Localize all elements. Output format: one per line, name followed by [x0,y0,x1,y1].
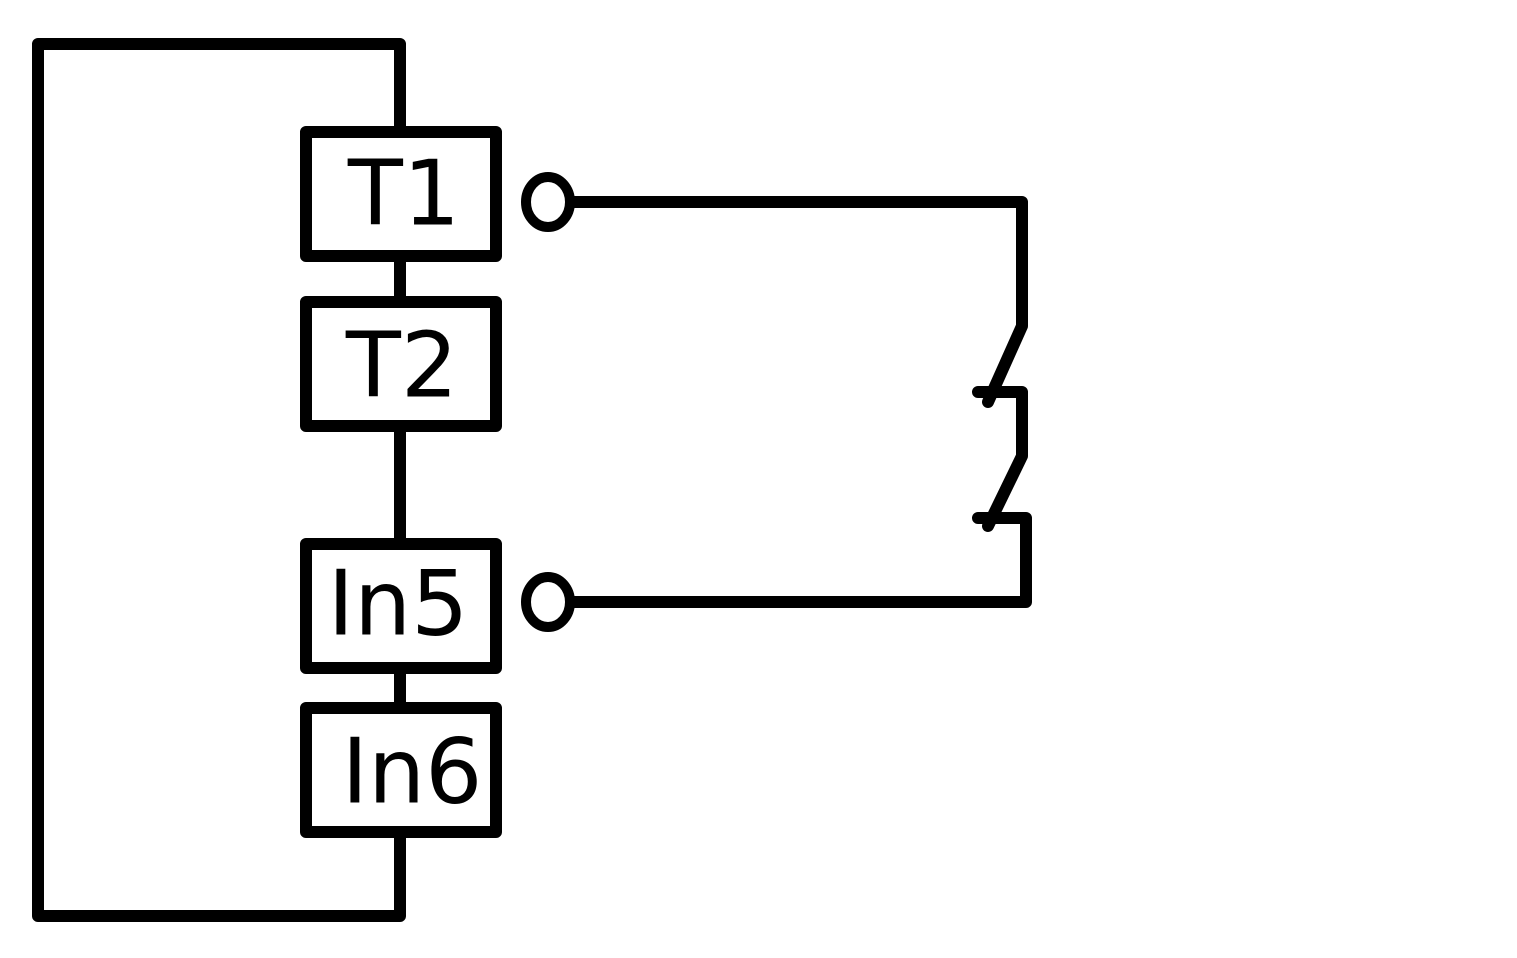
switch-contact-lower [566,512,1032,608]
external-wire-top [566,196,1028,408]
terminal-box [300,702,502,838]
terminal-in5: In5 [300,538,502,674]
loop-wire [32,38,406,922]
terminal-t2: T2 [300,296,502,432]
terminal-box [300,296,502,432]
terminal-label: T1 [347,142,460,247]
terminal-label: T2 [345,314,458,419]
terminal-label: In6 [342,720,483,825]
connection-point-top [521,172,575,232]
connection-point-bottom [521,572,575,632]
switch-contact-upper [972,386,1028,532]
terminal-box [300,126,502,262]
terminal-in6: In6 [300,702,502,838]
terminal-t1: T1 [300,126,502,262]
terminal-label: In5 [328,552,469,657]
terminal-box [300,538,502,674]
